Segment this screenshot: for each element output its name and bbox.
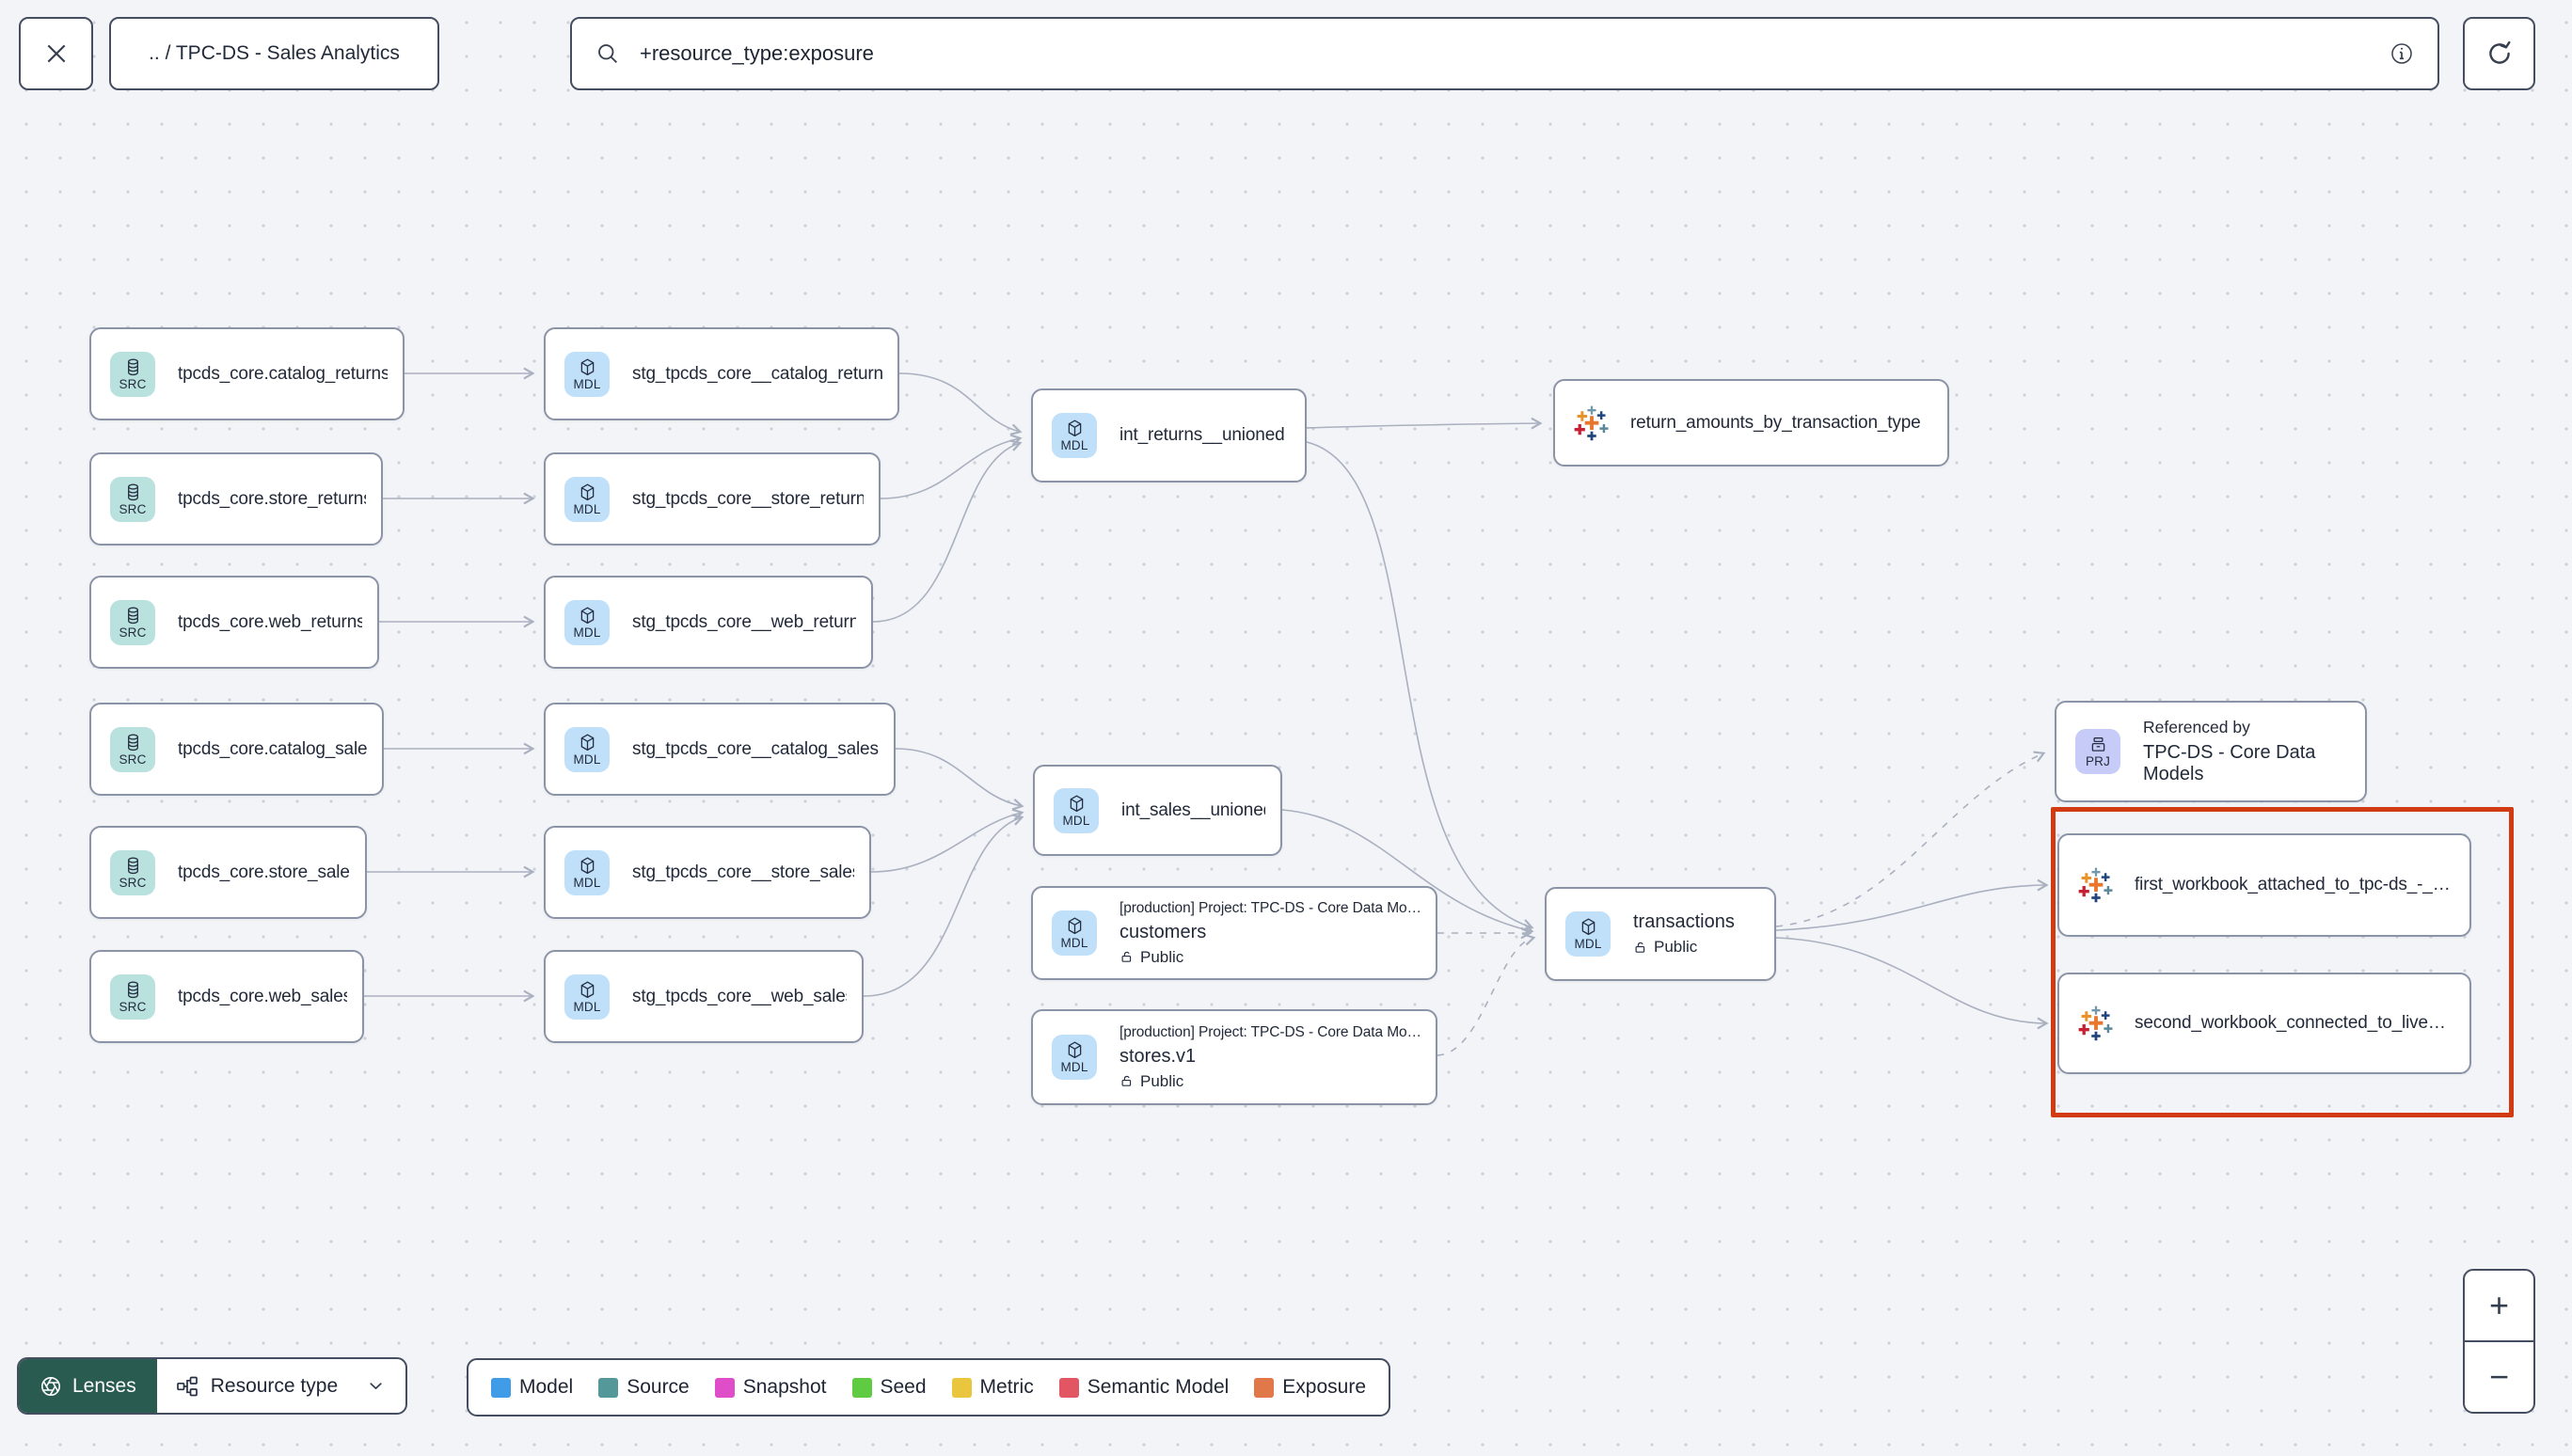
first-workbook-node[interactable]: first_workbook_attached_to_tpc-ds_-_… (2057, 833, 2471, 937)
tableau-icon (2076, 865, 2116, 905)
close-button[interactable] (19, 17, 93, 90)
legend-item-source: Source (598, 1376, 690, 1399)
resource-type-legend: Model Source Snapshot Seed Metric Semantic Mo… (467, 1358, 1391, 1416)
legend-item-seed: Seed (851, 1376, 927, 1399)
tableau-icon (1572, 404, 1611, 443)
project-archive-icon: PRJ (2075, 729, 2120, 774)
public-lock-icon (1119, 1074, 1134, 1088)
database-icon: SRC (110, 849, 155, 895)
chevron-down-icon (365, 1375, 387, 1397)
database-icon: SRC (110, 476, 155, 522)
search-icon (595, 40, 621, 67)
legend-swatch (1254, 1377, 1275, 1398)
lenses-icon (40, 1375, 62, 1398)
model-cube-icon: MDL (564, 351, 610, 397)
stores-v1-node[interactable]: MDL[production] Project: TPC-DS - Core D… (1031, 1009, 1437, 1105)
lenses-label: Lenses (72, 1374, 136, 1397)
zoom-out-button[interactable]: − (2465, 1340, 2533, 1412)
legend-swatch (714, 1377, 735, 1398)
lenses-button[interactable]: Lenses (19, 1359, 157, 1413)
second-workbook-node[interactable]: second_workbook_connected_to_live… (2057, 973, 2471, 1074)
breadcrumb[interactable]: .. / TPC-DS - Sales Analytics (109, 17, 439, 90)
search-input[interactable] (638, 40, 2372, 67)
model-cube-icon: MDL (1565, 911, 1611, 957)
legend-item-semantic-model: Semantic Model (1058, 1376, 1229, 1399)
legend-item-metric: Metric (951, 1376, 1034, 1399)
search-bar[interactable] (570, 17, 2439, 90)
model-cube-icon: MDL (564, 849, 610, 895)
breadcrumb-label: .. / TPC-DS - Sales Analytics (149, 42, 400, 64)
legend-swatch (951, 1377, 972, 1398)
model-cube-icon: MDL (564, 599, 610, 645)
database-icon: SRC (110, 973, 155, 1020)
database-icon: SRC (110, 726, 155, 772)
legend-swatch (491, 1377, 511, 1398)
lens-controls: Lenses Resource type (17, 1357, 408, 1415)
resource-type-icon (176, 1375, 198, 1398)
legend-swatch (851, 1377, 872, 1398)
legend-item-exposure: Exposure (1254, 1376, 1366, 1399)
refresh-button[interactable] (2463, 17, 2535, 90)
legend-item-snapshot: Snapshot (714, 1376, 827, 1399)
zoom-in-button[interactable]: + (2488, 1286, 2510, 1324)
legend-swatch (598, 1377, 619, 1398)
exposure-return-amounts-node[interactable]: return_amounts_by_transaction_type (1553, 379, 1949, 467)
legend-item-model: Model (491, 1376, 573, 1399)
model-cube-icon: MDL (564, 973, 610, 1020)
model-cube-icon: MDL (1052, 910, 1097, 956)
resource-type-label: Resource type (210, 1374, 339, 1397)
public-lock-icon (1633, 941, 1647, 955)
database-icon: SRC (110, 599, 155, 645)
customers-node[interactable]: MDL[production] Project: TPC-DS - Core D… (1031, 886, 1437, 980)
close-icon (41, 39, 71, 69)
database-icon: SRC (110, 351, 155, 397)
model-cube-icon: MDL (564, 476, 610, 522)
model-cube-icon: MDL (1052, 413, 1097, 458)
model-cube-icon: MDL (1054, 787, 1099, 833)
refresh-icon (2485, 39, 2515, 69)
model-cube-icon: MDL (564, 726, 610, 772)
tableau-icon (2076, 1004, 2116, 1043)
legend-swatch (1058, 1377, 1079, 1398)
info-icon[interactable] (2389, 40, 2415, 67)
model-cube-icon: MDL (1052, 1035, 1097, 1080)
resource-type-dropdown[interactable]: Resource type (157, 1359, 405, 1413)
zoom-controls: + − (2463, 1269, 2535, 1414)
public-lock-icon (1119, 950, 1134, 964)
